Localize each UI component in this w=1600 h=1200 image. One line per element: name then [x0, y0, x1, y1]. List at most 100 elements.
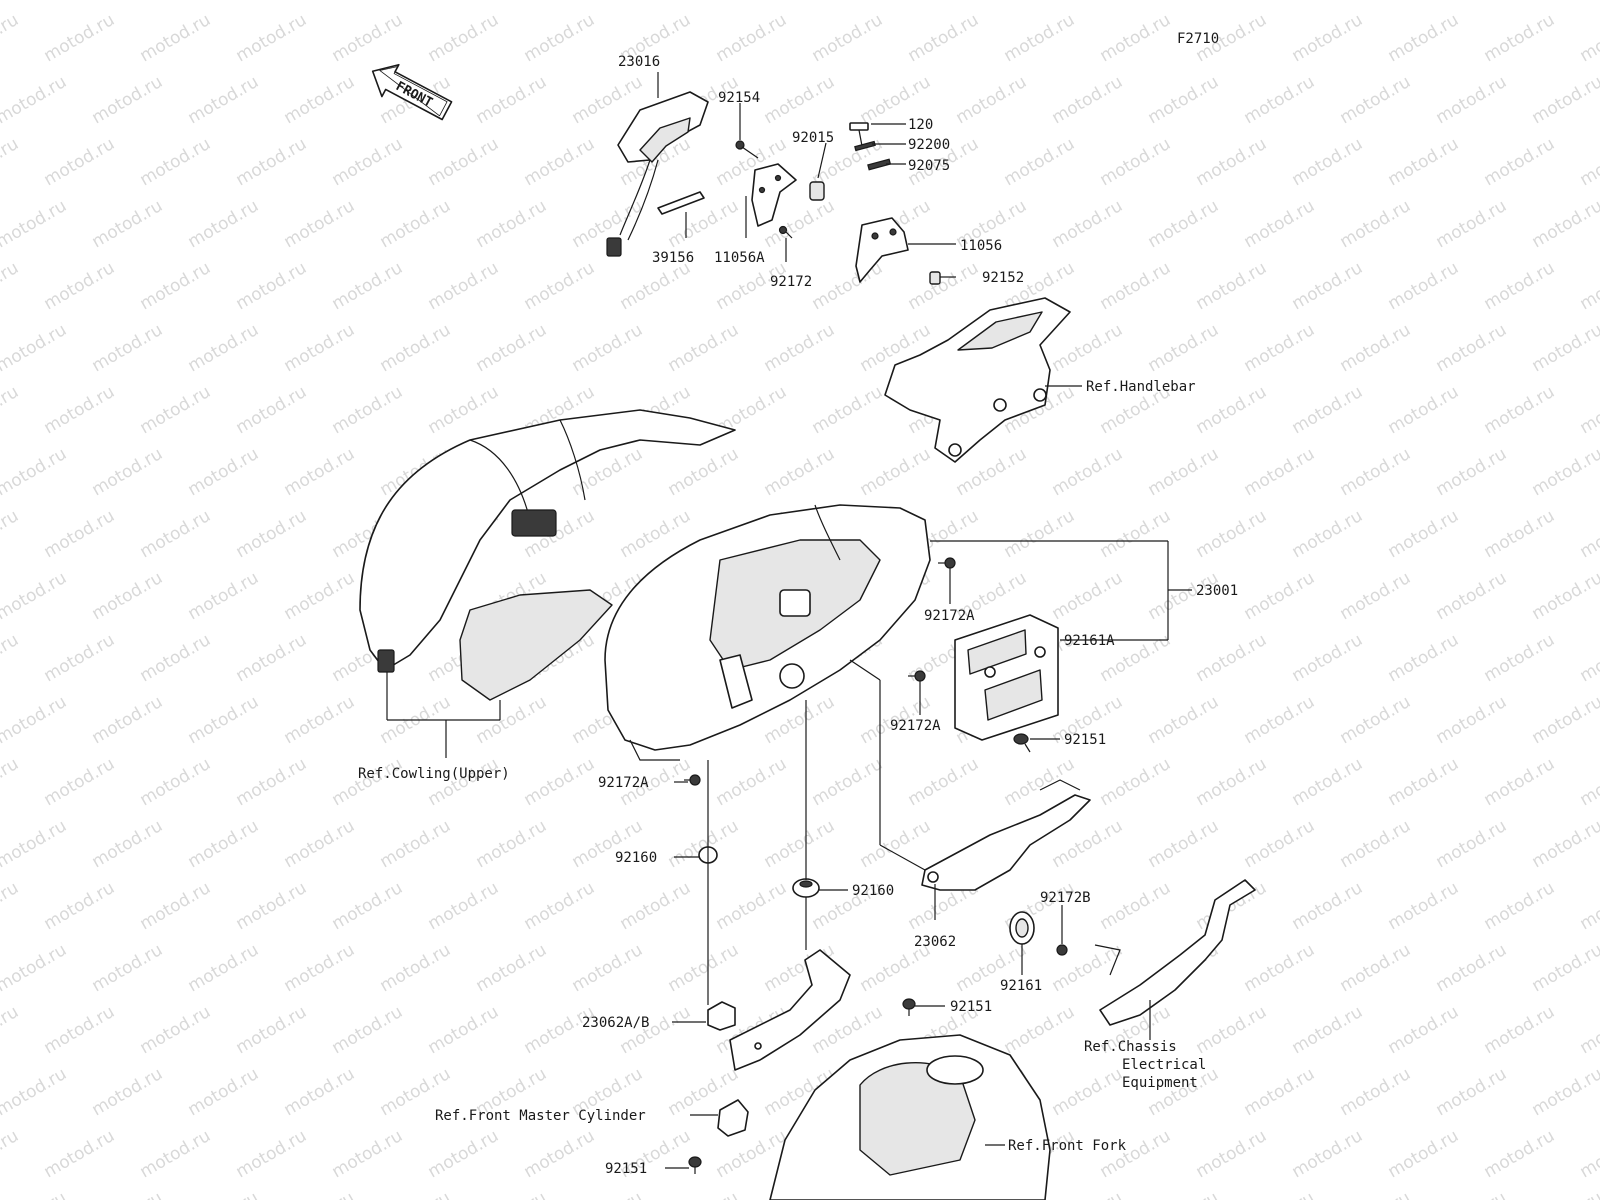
watermark-text: motod.ru — [521, 10, 599, 66]
watermark-text: motod.ru — [0, 1126, 22, 1182]
watermark-text: motod.ru — [89, 196, 167, 252]
watermark-text: motod.ru — [0, 444, 70, 500]
watermark-text: motod.ru — [1289, 1002, 1367, 1058]
watermark-text: motod.ru — [137, 878, 215, 934]
label-92151-1: 92151 — [1064, 732, 1106, 748]
watermark-text: motod.ru — [1529, 940, 1600, 996]
watermark-text: motod.ru — [521, 754, 599, 810]
watermark-text: motod.ru — [809, 382, 887, 438]
part-front-fork-bridge — [769, 1034, 1051, 1200]
watermark-text: motod.ru — [41, 258, 119, 314]
watermark-text: motod.ru — [1049, 320, 1127, 376]
watermark-text: motod.ru — [1481, 630, 1559, 686]
watermark-text: motod.ru — [185, 568, 263, 624]
watermark-text: motod.ru — [1433, 940, 1511, 996]
part-23016-housing — [606, 91, 709, 257]
watermark-text: motod.ru — [473, 320, 551, 376]
watermark-text: motod.ru — [0, 816, 70, 872]
watermark-text: motod.ru — [0, 506, 22, 562]
watermark-text: motod.ru — [1145, 0, 1223, 4]
watermark-text: motod.ru — [1529, 0, 1600, 4]
watermark-text: motod.ru — [1001, 134, 1079, 190]
label-ref-chassis-1: Ref.Chassis — [1084, 1039, 1177, 1055]
watermark-text: motod.ru — [89, 568, 167, 624]
watermark-text: motod.ru — [233, 754, 311, 810]
watermark-text: motod.ru — [905, 754, 983, 810]
watermark-text: motod.ru — [1529, 444, 1600, 500]
watermark-text: motod.ru — [1289, 258, 1367, 314]
watermark-text: motod.ru — [953, 72, 1031, 128]
watermark-text: motod.ru — [137, 10, 215, 66]
watermark-text: motod.ru — [1577, 1126, 1600, 1182]
watermark-text: motod.ru — [89, 444, 167, 500]
part-92160-grommet-2 — [792, 878, 820, 898]
watermark-text: motod.ru — [1433, 444, 1511, 500]
watermark-text: motod.ru — [1433, 692, 1511, 748]
watermark-text: motod.ru — [1385, 10, 1463, 66]
watermark-text: motod.ru — [89, 1188, 167, 1200]
watermark-text: motod.ru — [857, 816, 935, 872]
watermark-text: motod.ru — [473, 816, 551, 872]
watermark-text: motod.ru — [41, 10, 119, 66]
watermark-text: motod.ru — [137, 134, 215, 190]
watermark-text: motod.ru — [1577, 382, 1600, 438]
watermark-text: motod.ru — [425, 258, 503, 314]
watermark-text: motod.ru — [713, 754, 791, 810]
watermark-text: motod.ru — [1193, 754, 1271, 810]
label-ref-chassis-3: Equipment — [1122, 1075, 1198, 1091]
watermark-text: motod.ru — [473, 196, 551, 252]
watermark-text: motod.ru — [569, 1188, 647, 1200]
watermark-text: motod.ru — [425, 10, 503, 66]
label-11056: 11056 — [960, 238, 1002, 254]
watermark-text: motod.ru — [1385, 258, 1463, 314]
watermark-text: motod.ru — [1289, 134, 1367, 190]
watermark-text: motod.ru — [1289, 754, 1367, 810]
watermark-text: motod.ru — [41, 382, 119, 438]
label-92161: 92161 — [1000, 978, 1042, 994]
watermark-text: motod.ru — [1577, 506, 1600, 562]
part-11056A-bracket — [751, 163, 797, 227]
watermark-text: motod.ru — [1193, 134, 1271, 190]
watermark-text: motod.ru — [1241, 196, 1319, 252]
watermark-text: motod.ru — [1193, 258, 1271, 314]
watermark-text: motod.ru — [1529, 1064, 1600, 1120]
watermark-text: motod.ru — [329, 1126, 407, 1182]
watermark-text: motod.ru — [569, 940, 647, 996]
part-92015-collar — [809, 181, 825, 201]
part-handlebar-clamp — [884, 297, 1071, 463]
part-39156-clip — [657, 191, 705, 215]
label-92152: 92152 — [982, 270, 1024, 286]
watermark-text: motod.ru — [1385, 1126, 1463, 1182]
watermark-text: motod.ru — [1241, 1064, 1319, 1120]
watermark-text: motod.ru — [41, 754, 119, 810]
watermark-text: motod.ru — [761, 320, 839, 376]
watermark-text: motod.ru — [665, 940, 743, 996]
watermark-text: motod.ru — [473, 72, 551, 128]
watermark-text: motod.ru — [1289, 878, 1367, 934]
label-92172B: 92172B — [1040, 890, 1091, 906]
watermark-text: motod.ru — [233, 630, 311, 686]
label-23062A-B: 23062A/B — [582, 1015, 649, 1031]
watermark-text: motod.ru — [1145, 816, 1223, 872]
part-chassis-bracket — [1094, 879, 1256, 1026]
watermark-text: motod.ru — [89, 72, 167, 128]
label-23062: 23062 — [914, 934, 956, 950]
watermark-text: motod.ru — [329, 10, 407, 66]
watermark-text: motod.ru — [1193, 878, 1271, 934]
watermark-text: motod.ru — [137, 506, 215, 562]
label-ref-handlebar: Ref.Handlebar — [1086, 379, 1196, 395]
watermark-text: motod.ru — [233, 258, 311, 314]
label-92075: 92075 — [908, 158, 950, 174]
label-92172A-1: 92172A — [924, 608, 975, 624]
watermark-text: motod.ru — [713, 878, 791, 934]
watermark-text: motod.ru — [1481, 1126, 1559, 1182]
watermark-text: motod.ru — [1433, 196, 1511, 252]
watermark-text: motod.ru — [665, 444, 743, 500]
watermark-text: motod.ru — [473, 940, 551, 996]
part-92151-bolt-2 — [902, 998, 916, 1016]
watermark-text: motod.ru — [233, 1126, 311, 1182]
watermark-text: motod.ru — [0, 568, 70, 624]
watermark-text: motod.ru — [1289, 506, 1367, 562]
watermark-text: motod.ru — [1097, 134, 1175, 190]
